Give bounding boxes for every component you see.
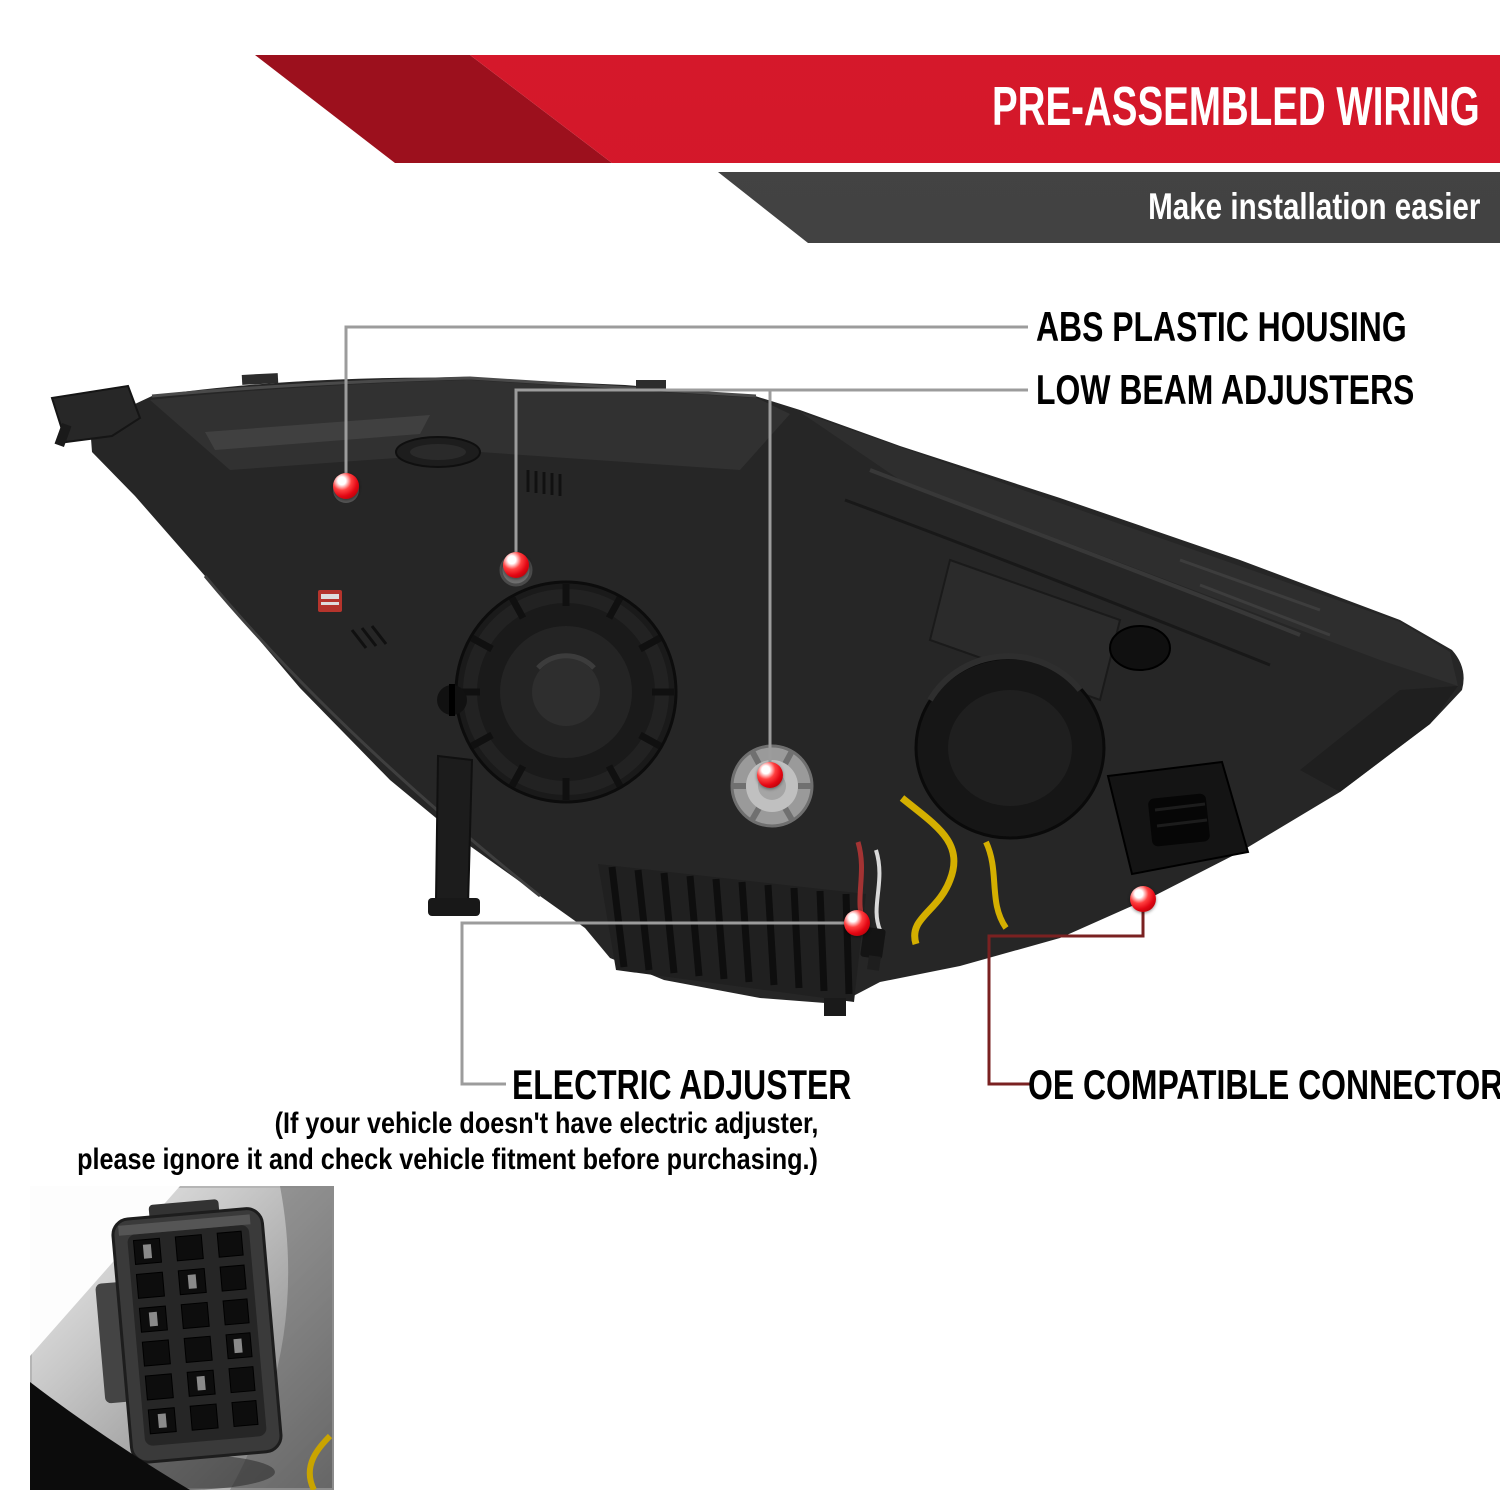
lens-lower-rim [203,575,541,898]
leader-abs-housing [344,325,1028,478]
callout-low-beam-adjusters: LOW BEAM ADJUSTERS [1036,366,1415,413]
housing-highlight [205,415,430,450]
marker-oe-connector-icon [1130,886,1156,912]
inset-pins [142,1244,243,1429]
housing-ridge-2 [844,498,1271,667]
lower-bracket [428,754,480,916]
marker-electric-adjuster-icon [844,910,870,936]
banner-title: PRE-ASSEMBLED WIRING [992,75,1480,137]
adjuster-screw [437,684,467,716]
marker-low-beam-adjuster-2-icon [757,762,783,788]
electric-adjuster-note-line-2: please ignore it and check vehicle fitme… [77,1143,818,1176]
housing-ridge-1 [869,468,1301,637]
inset-vignette [230,1186,334,1490]
mounting-pin [54,422,72,448]
marker-abs-plastic-housing-icon [333,473,359,499]
inset-corner-shadow [30,1382,190,1490]
leader-low-beam-1 [514,388,1028,556]
hatch-marks [350,625,388,649]
banner-subtitle: Make installation easier [1147,186,1480,227]
vent-grill [526,470,562,496]
oe-connector-plug [1106,760,1250,876]
callout-abs-plastic-housing: ABS PLASTIC HOUSING [1036,303,1407,350]
inset-connector-body [95,1199,283,1464]
top-tab-2 [636,380,666,390]
callout-electric-adjuster: ELECTRIC ADJUSTER [512,1061,852,1108]
housing-top-face [150,380,790,470]
certification-sticker [318,590,342,612]
cooling-fins [598,864,866,1016]
molded-panel [928,558,1122,702]
callout-oe-compatible-connector: OE COMPATIBLE CONNECTOR [1028,1061,1500,1108]
leader-electric-adjuster [460,921,848,1086]
reflection-lines [1179,558,1331,637]
inset-yellow-wire [306,1433,333,1490]
leader-oe-connector [987,910,1145,1086]
inset-pin-slots [132,1230,259,1435]
oval-recess-inner [410,444,466,460]
round-recess [1109,625,1171,671]
connector-closeup-inset [30,1186,334,1490]
electric-adjuster-note-line-1: (If your vehicle doesn't have electric a… [274,1107,818,1140]
dust-cap-small [914,653,1106,840]
housing-back-face [800,412,1458,686]
marker-low-beam-adjuster-1-icon [503,552,529,578]
housing-edge-highlight [151,376,757,398]
top-tab-1 [241,373,279,385]
electric-adjuster-plug [860,927,886,971]
housing-right-shade [1300,686,1458,792]
dust-cap-large [454,580,678,804]
